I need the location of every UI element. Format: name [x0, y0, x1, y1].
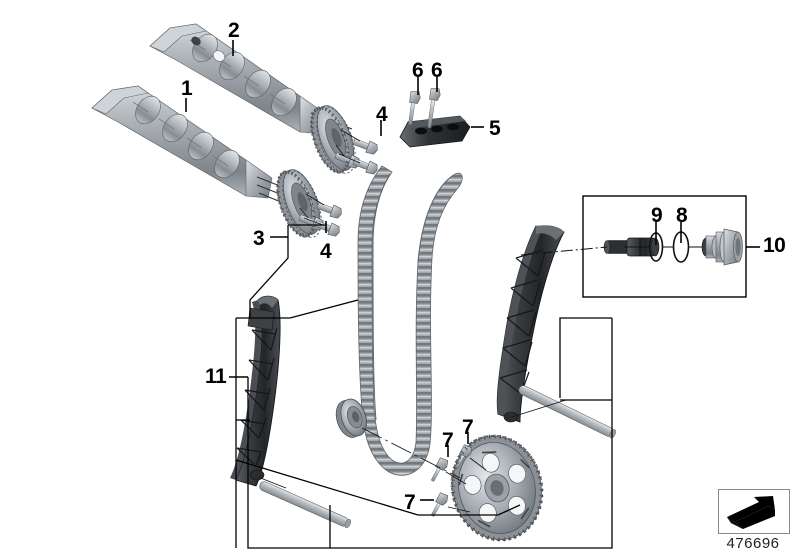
callout-guide-rail-top: 5	[489, 117, 501, 140]
callout-sprocket-bolt-a: 7	[462, 416, 474, 439]
tensioner-rail-right	[496, 225, 565, 423]
callout-sprocket-assembly: 3	[253, 227, 265, 250]
callout-leaders	[185, 40, 760, 501]
camshaft-front	[91, 85, 299, 210]
callout-sprocket-bolt-c: 7	[404, 491, 416, 514]
callout-sprocket-bolt-lower: 4	[320, 240, 332, 263]
tensioner-centerline	[520, 246, 608, 256]
callout-sealing-ring-outer: 8	[676, 204, 688, 227]
rail-pivot-pin-left	[259, 481, 351, 529]
callout-guide-bolt-right: 6	[431, 59, 443, 82]
callout-sprocket-bolt-b: 7	[442, 429, 454, 452]
callout-chain-tensioner-assembly: 10	[763, 234, 786, 257]
group-brackets	[235, 224, 613, 549]
rail-pivot-pin-right	[518, 385, 616, 439]
callout-camshaft-rear: 2	[228, 19, 240, 42]
sprocket-teeth	[310, 106, 350, 174]
chain-guide-rail	[399, 115, 471, 148]
idler-pulley	[335, 398, 367, 438]
sprocket-teeth	[276, 170, 316, 238]
crankshaft-sprocket	[450, 434, 544, 542]
callout-camshaft-front: 1	[181, 77, 193, 100]
callout-sprocket-bolt-upper: 4	[376, 103, 388, 126]
callout-tensioner-rail-left: 11	[205, 365, 227, 388]
callout-sealing-ring-inner: 9	[651, 204, 663, 227]
part-number: 476696	[726, 535, 780, 552]
guide-rail-bolts	[408, 88, 441, 129]
3d-arrow-icon	[727, 496, 775, 529]
sprocket-teeth	[450, 434, 544, 542]
sprocket-bolts-upper	[334, 138, 378, 175]
chain-tensioner-body	[701, 228, 743, 266]
callout-guide-bolt-left: 6	[412, 59, 424, 82]
camshaft-rear	[149, 23, 353, 146]
orientation-logo-box	[718, 489, 790, 534]
tensioner-rail-left	[230, 295, 281, 487]
